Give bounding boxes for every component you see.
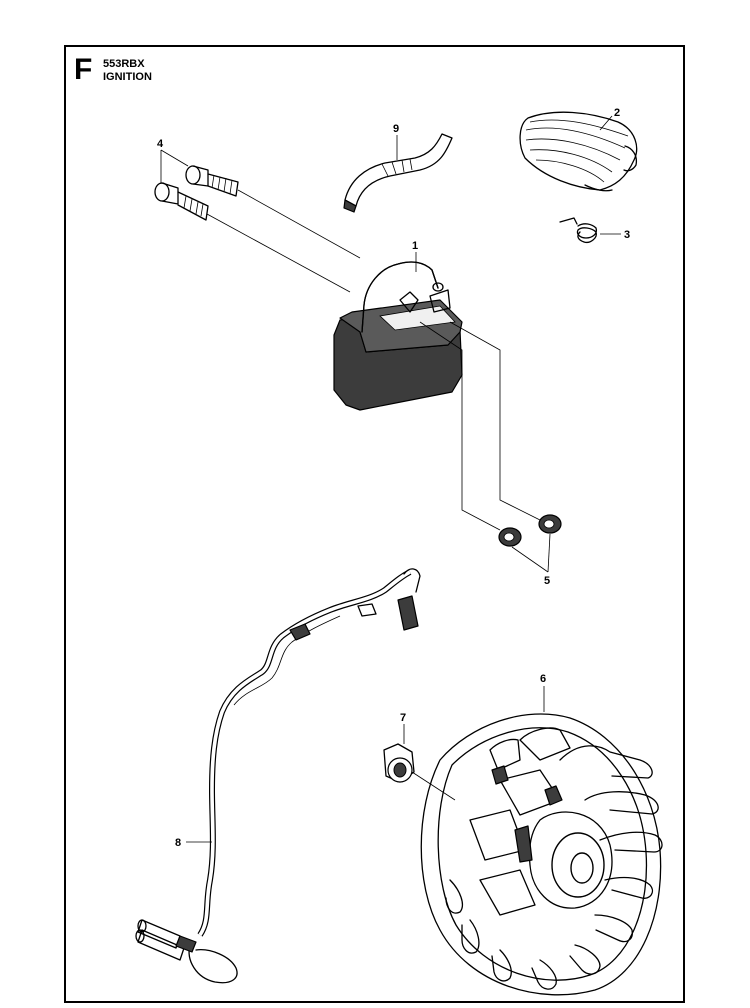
callout-7: 7 [400,712,406,724]
part-5-washers [498,514,562,547]
part-2-cover [519,111,638,192]
callouts: 1 2 3 4 5 6 7 8 9 [157,107,630,849]
part-8-wire-harness [135,568,421,984]
callout-8: 8 [175,837,181,849]
part-4-bolts [154,165,361,293]
part-3-spring [559,217,598,244]
callout-2: 2 [614,107,620,119]
callout-4: 4 [157,138,164,150]
callout-5: 5 [544,575,550,587]
callout-3: 3 [624,229,630,241]
model-label: 553RBX [103,58,145,70]
section-letter: F [74,53,93,86]
part-1-ignition-coil [333,261,541,531]
section-title: IGNITION [103,71,152,83]
diagram-frame [64,45,685,1003]
part-7-nut [383,743,456,801]
part-9-hose [343,133,453,213]
callout-9: 9 [393,123,399,135]
callout-1: 1 [412,240,418,252]
part-6-flywheel [420,713,663,996]
callout-6: 6 [540,673,546,685]
